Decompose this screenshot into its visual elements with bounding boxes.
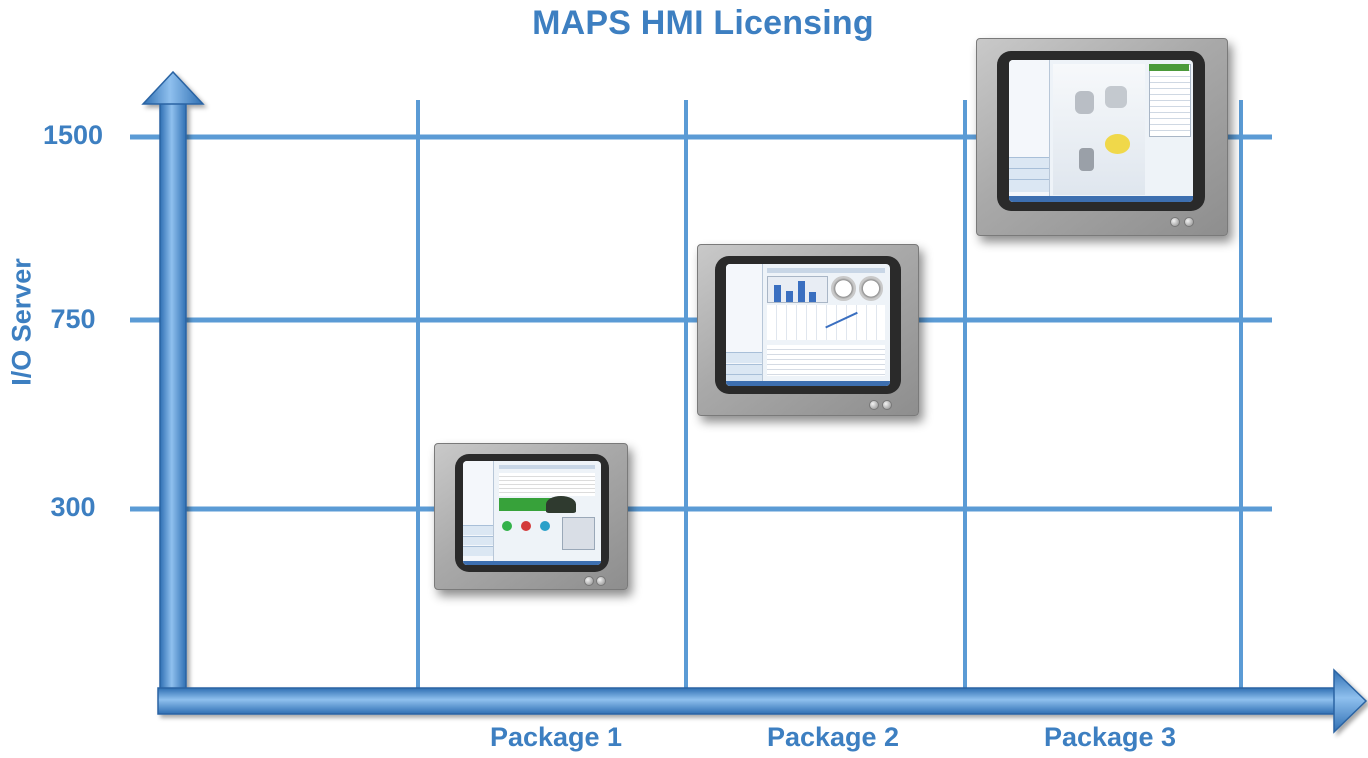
y-tick-750: 750 <box>50 304 96 334</box>
y-axis-arrow <box>141 70 205 699</box>
hmi-screen-image <box>726 264 890 386</box>
x-tick-package-3: Package 3 <box>1043 722 1177 752</box>
monitor-bezel <box>715 256 901 394</box>
hmi-screen-image <box>463 461 601 565</box>
chart-title: MAPS HMI Licensing <box>532 4 874 42</box>
hmi-screen-image <box>1009 60 1193 202</box>
y-tick-1500: 1500 <box>42 120 104 150</box>
monitor-bezel <box>455 454 609 572</box>
x-tick-package-1: Package 1 <box>489 722 623 752</box>
hmi-monitor-package-3 <box>976 38 1228 236</box>
y-tick-300: 300 <box>50 492 96 522</box>
hmi-monitor-package-2 <box>697 244 919 416</box>
x-tick-package-2: Package 2 <box>766 722 900 752</box>
x-axis-arrow <box>157 668 1368 734</box>
hmi-monitor-package-1 <box>434 443 628 590</box>
monitor-bezel <box>997 51 1205 211</box>
